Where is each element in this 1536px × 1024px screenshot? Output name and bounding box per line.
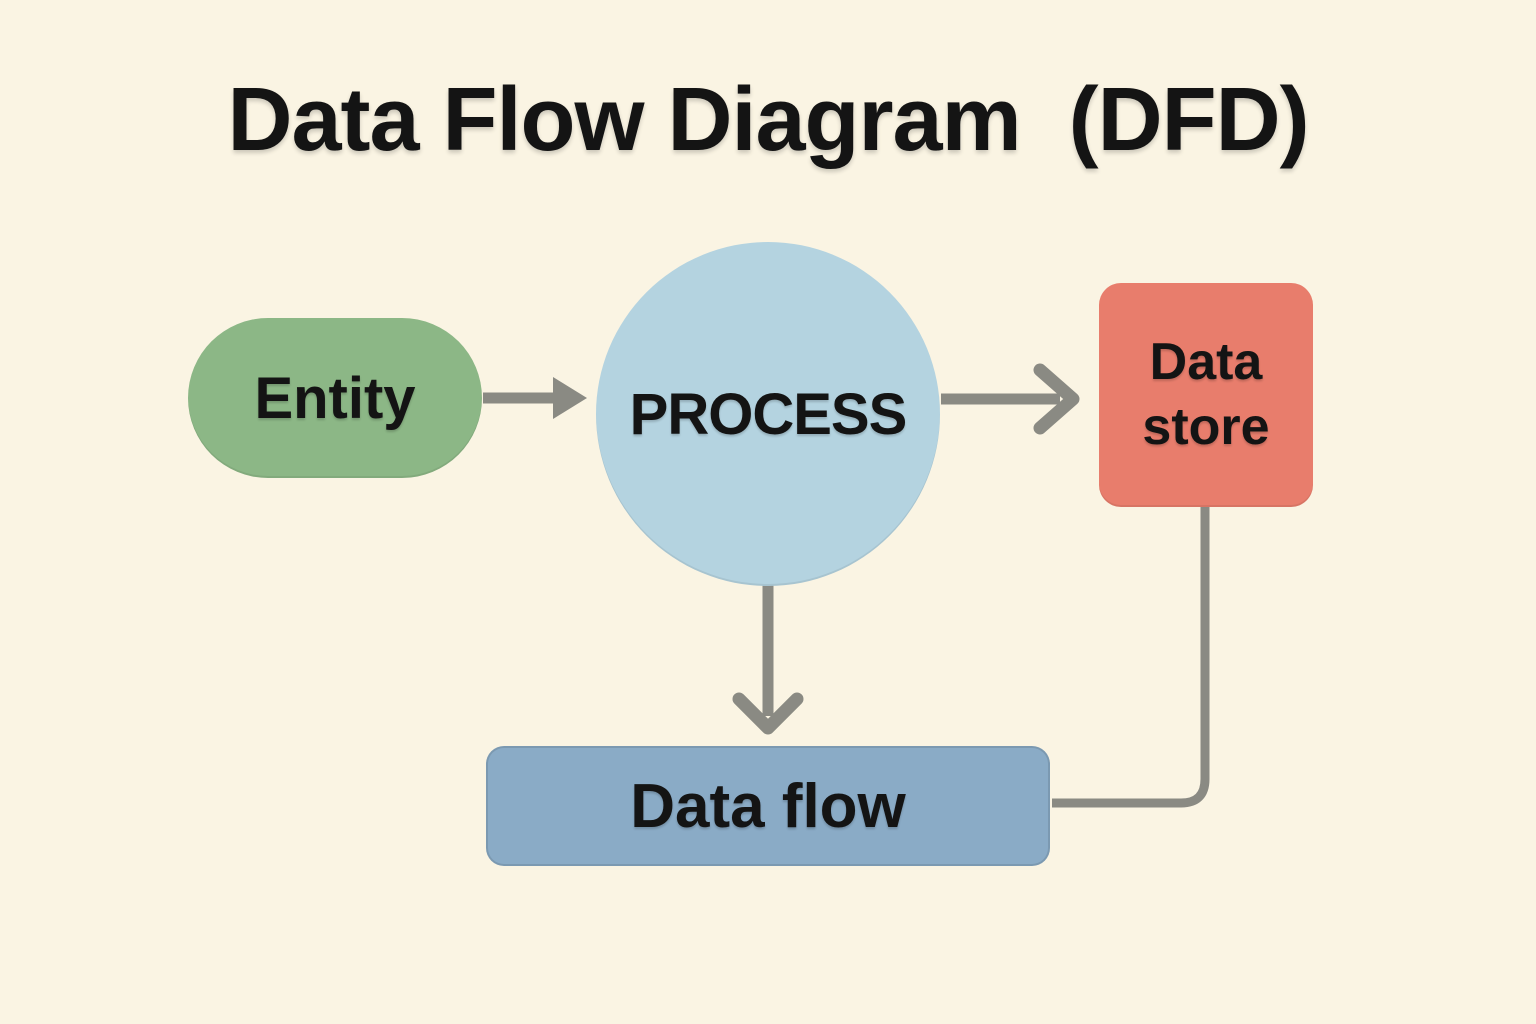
data-flow-label: Data flow bbox=[630, 771, 906, 841]
edge-entity-to-process bbox=[483, 377, 587, 419]
solid-arrowhead-icon bbox=[553, 377, 587, 419]
data-store-label: Data store bbox=[1142, 333, 1270, 456]
node-data-store: Data store bbox=[1099, 283, 1313, 507]
node-process: PROCESS bbox=[596, 242, 940, 586]
entity-label: Entity bbox=[254, 365, 416, 431]
open-arrowhead-right-icon bbox=[1033, 363, 1080, 435]
edge-process-to-data-flow bbox=[732, 578, 804, 735]
node-data-flow: Data flow bbox=[486, 746, 1050, 866]
edge-data-store-to-data-flow bbox=[1052, 505, 1210, 808]
edge-process-to-data-store bbox=[941, 363, 1080, 435]
process-label: PROCESS bbox=[629, 381, 908, 447]
node-entity: Entity bbox=[188, 318, 482, 478]
diagram-title: Data Flow Diagram (DFD) bbox=[227, 70, 1309, 170]
open-arrowhead-down-icon bbox=[732, 692, 804, 735]
